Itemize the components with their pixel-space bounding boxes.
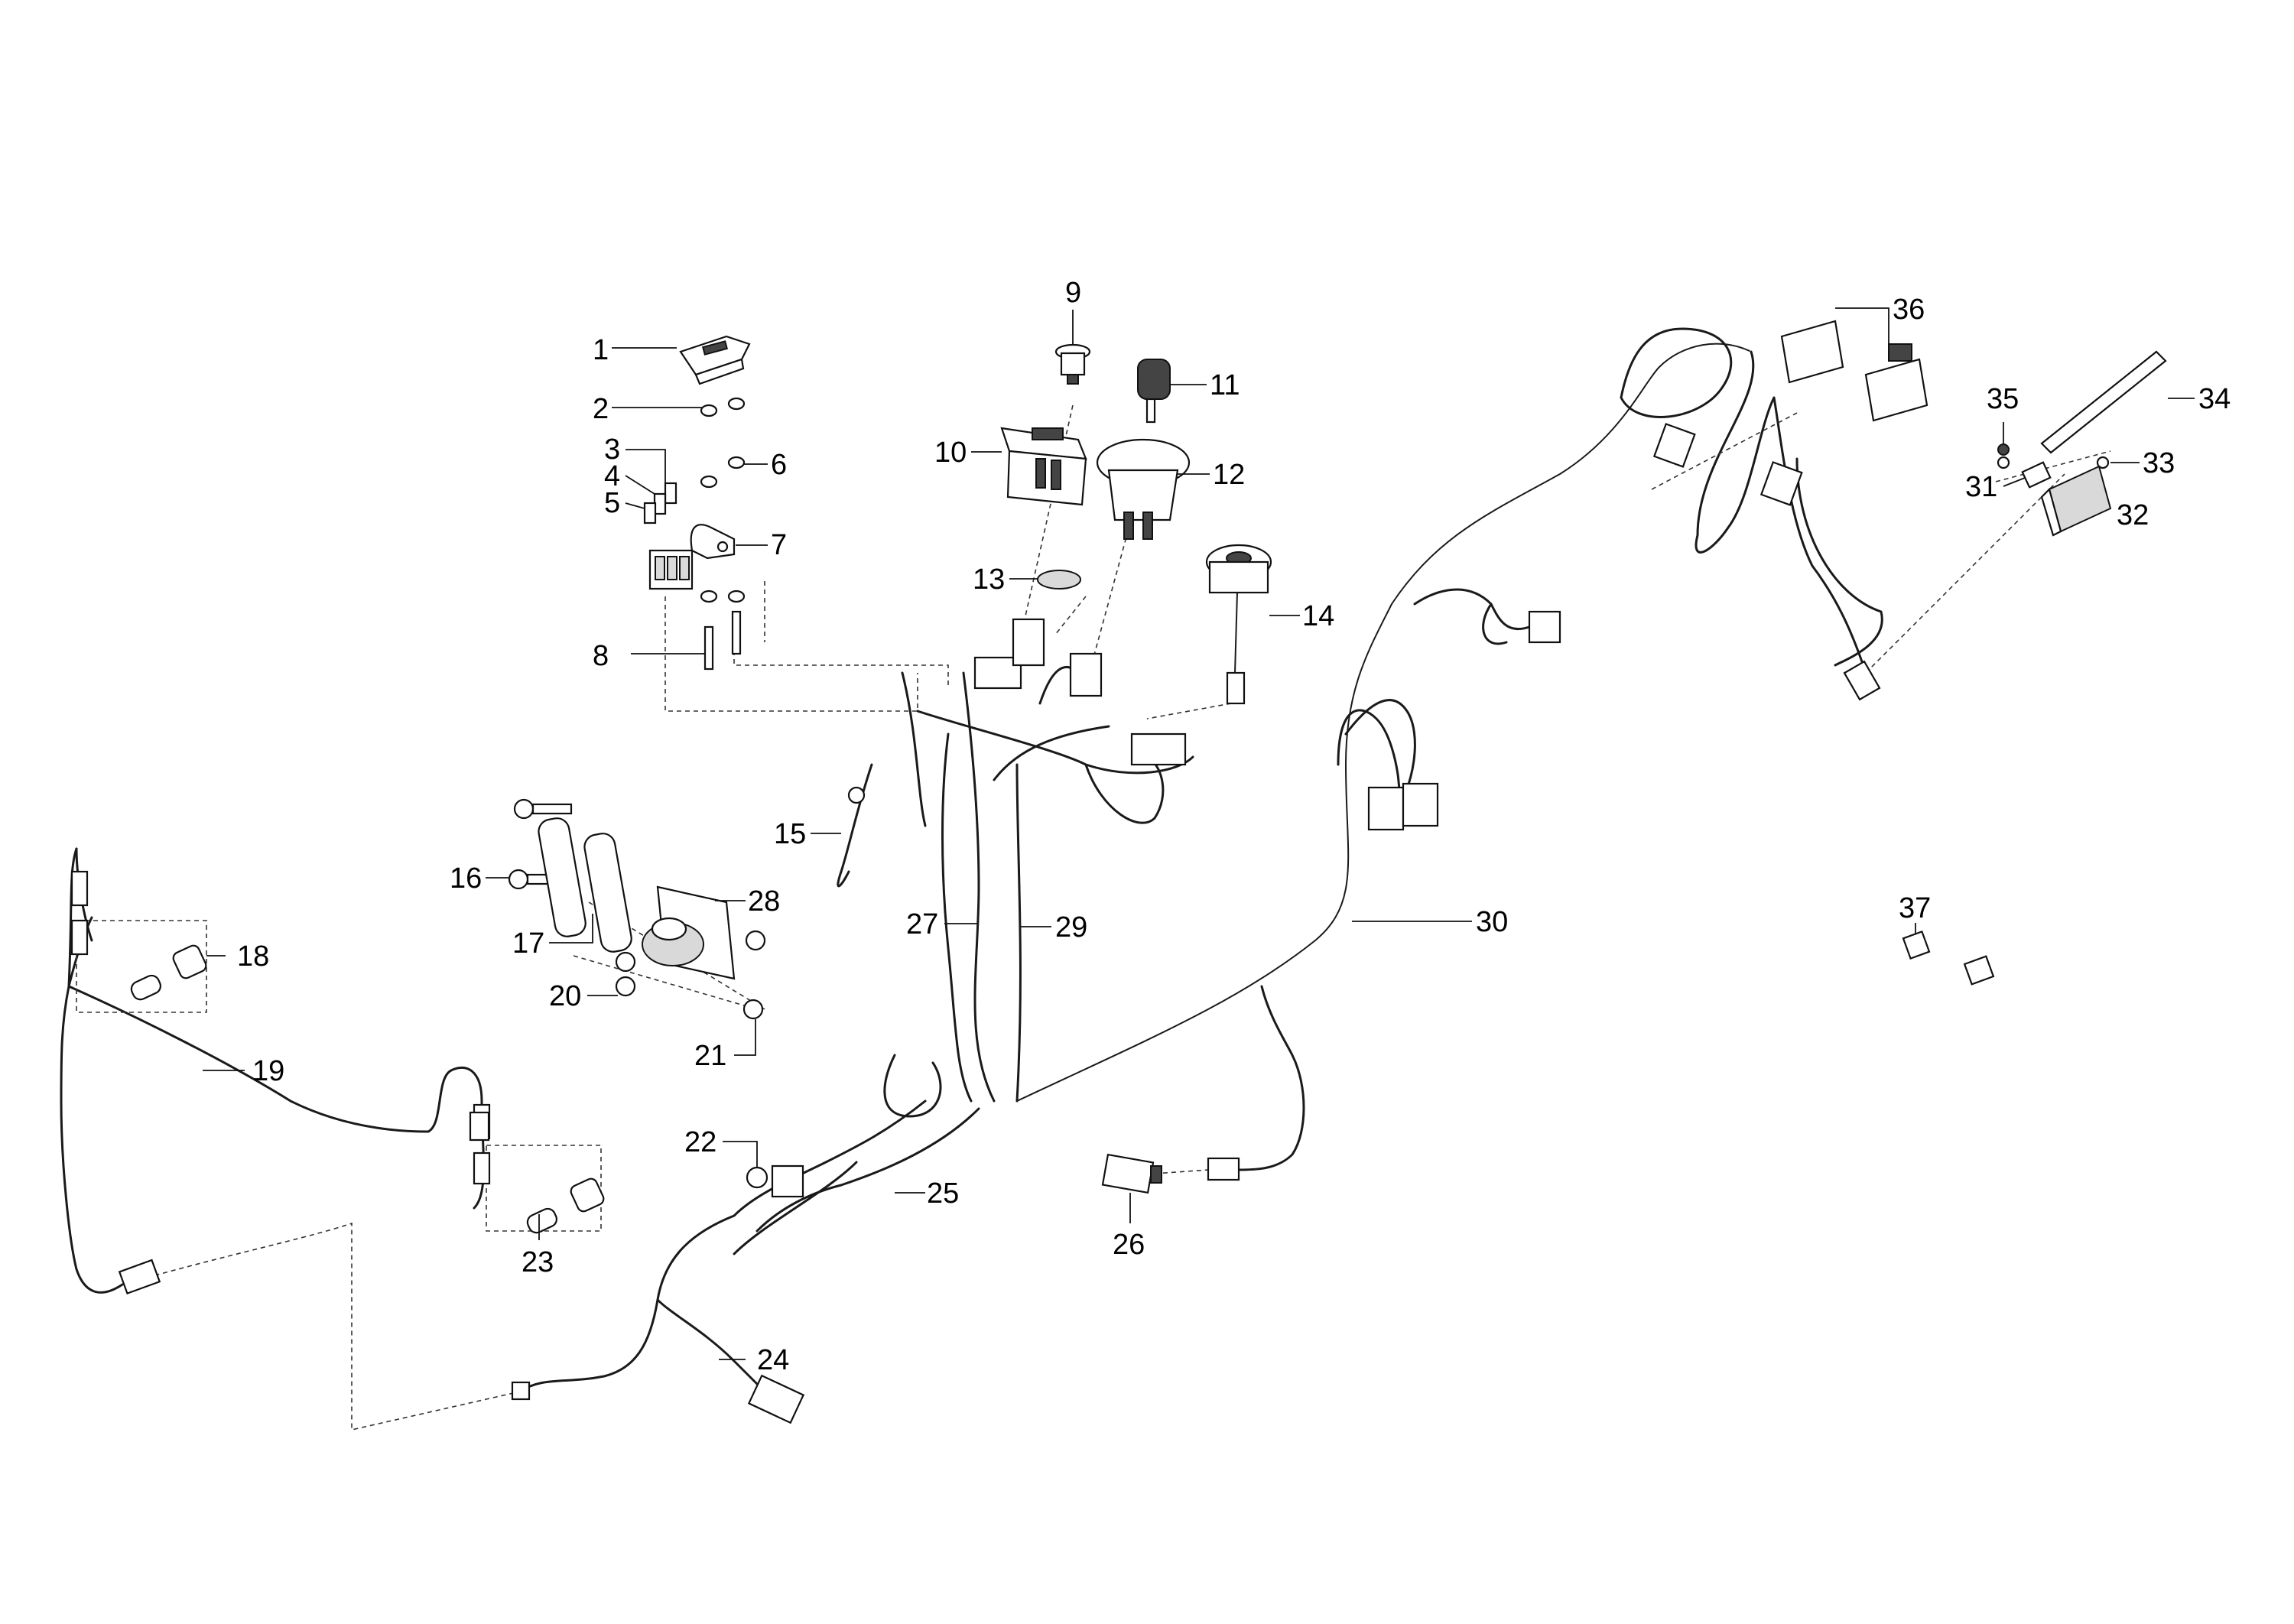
harness-27-29 — [518, 665, 1194, 1393]
washer-part-35-2 — [1997, 456, 2010, 469]
nut-part-6 — [727, 456, 746, 469]
nut-part-22 — [746, 1166, 768, 1189]
callout-35: 35 — [1987, 383, 2019, 415]
ignition-key-part-11 — [1137, 359, 1171, 424]
callout-6: 6 — [771, 449, 787, 481]
ring-terminal-part-15 — [847, 786, 866, 804]
assembly-dashed-lines — [76, 404, 2111, 1431]
strip-part-34 — [2040, 350, 2167, 454]
callout-16: 16 — [450, 862, 482, 895]
nut-lower-2 — [727, 590, 746, 603]
callout-14: 14 — [1302, 600, 1334, 632]
buzzer-part-14 — [1205, 544, 1272, 705]
nut-part-21 — [742, 999, 764, 1020]
harness-wires — [60, 327, 2123, 1393]
regulator-part-32 — [2040, 465, 2112, 537]
bolt-part-8 — [703, 625, 714, 671]
connector-30-c — [1528, 610, 1561, 644]
callout-numbers: 1 2 3 4 5 6 7 8 9 10 11 12 13 14 15 16 1… — [237, 277, 2231, 1376]
switch-part-26 — [1101, 1153, 1240, 1194]
leader-lines — [203, 307, 2195, 1360]
bulb-part-23 — [473, 1103, 605, 1234]
connector-part-37 — [1902, 930, 1931, 960]
nut-lower — [700, 590, 718, 603]
callout-1: 1 — [593, 334, 609, 366]
rocker-switch-part-10 — [1000, 427, 1087, 506]
connector-near-22 — [771, 1164, 804, 1198]
bulb-part-18 — [70, 870, 207, 1001]
connector-near-36-a — [1652, 423, 1696, 468]
parts — [70, 320, 2167, 1424]
callout-33: 33 — [2143, 447, 2175, 479]
fuse-block — [648, 549, 694, 590]
harness-connector-d — [1130, 732, 1187, 766]
terminal-part-7 — [690, 524, 736, 560]
callout-37: 37 — [1899, 892, 1931, 924]
callout-28: 28 — [748, 885, 780, 918]
callout-15: 15 — [774, 818, 806, 850]
connector-near-36-b — [1759, 461, 1803, 506]
connector-19-upper — [469, 1111, 490, 1142]
mounting-plates-part-17 — [538, 817, 632, 953]
callout-24: 24 — [757, 1344, 789, 1376]
retainer-part-13 — [1037, 570, 1081, 590]
callout-31: 31 — [1965, 471, 1997, 503]
relay-part-36 — [1780, 320, 1928, 422]
callout-26: 26 — [1113, 1229, 1145, 1261]
nut-part-21-upper — [745, 930, 766, 951]
push-button-part-9 — [1054, 343, 1091, 385]
nut-part-6-upper — [727, 397, 746, 411]
connector-19-lower — [118, 1259, 161, 1295]
callout-25: 25 — [927, 1177, 959, 1210]
callout-8: 8 — [593, 640, 609, 672]
washer-part — [700, 475, 718, 489]
callout-7: 7 — [771, 529, 787, 561]
callout-18: 18 — [237, 940, 269, 973]
callout-23: 23 — [522, 1246, 554, 1278]
callout-3: 3 — [604, 434, 620, 466]
callout-21: 21 — [694, 1040, 726, 1072]
callout-17: 17 — [512, 927, 544, 960]
callout-10: 10 — [934, 437, 967, 469]
callout-30: 30 — [1476, 906, 1508, 938]
bulb-group-box-23 — [486, 1145, 602, 1232]
callout-36: 36 — [1893, 294, 1925, 326]
callout-12: 12 — [1213, 459, 1245, 491]
nut-part-2 — [700, 404, 718, 417]
callout-4: 4 — [604, 460, 620, 492]
callout-20: 20 — [549, 980, 581, 1012]
bracket-part-31 — [2021, 461, 2052, 489]
callout-5: 5 — [604, 487, 620, 519]
callout-13: 13 — [973, 564, 1005, 596]
ignition-switch-part-12 — [1096, 438, 1191, 540]
solenoid-part-28 — [642, 885, 736, 980]
nut-part-20-2 — [615, 976, 636, 997]
harness-connector-b — [1012, 618, 1045, 667]
nut-part-20 — [615, 951, 636, 973]
connector-part-24 — [747, 1374, 805, 1424]
callout-9: 9 — [1065, 277, 1081, 309]
connector-24-small — [511, 1381, 531, 1401]
bulb-group-box-18 — [76, 920, 207, 1013]
callout-19: 19 — [252, 1055, 284, 1087]
connector-30-a — [1367, 786, 1405, 831]
callout-22: 22 — [684, 1126, 716, 1158]
callout-2: 2 — [593, 393, 609, 425]
connector-37-mate — [1963, 955, 1995, 986]
callout-32: 32 — [2117, 499, 2149, 531]
harness-connector-c — [1069, 652, 1103, 697]
connector-30-b — [1402, 782, 1439, 827]
washer-part-35 — [1997, 443, 2010, 456]
connector-near-32 — [1843, 660, 1881, 701]
bolt-part-8-2 — [731, 610, 742, 655]
callout-11: 11 — [1210, 369, 1240, 401]
callout-34: 34 — [2198, 383, 2231, 415]
callout-27: 27 — [906, 908, 938, 940]
fuse-cover-part-1 — [679, 335, 751, 385]
fuses-part-3-4-5 — [643, 482, 677, 525]
callout-29: 29 — [1055, 911, 1087, 944]
screw-part-33 — [2096, 456, 2110, 469]
